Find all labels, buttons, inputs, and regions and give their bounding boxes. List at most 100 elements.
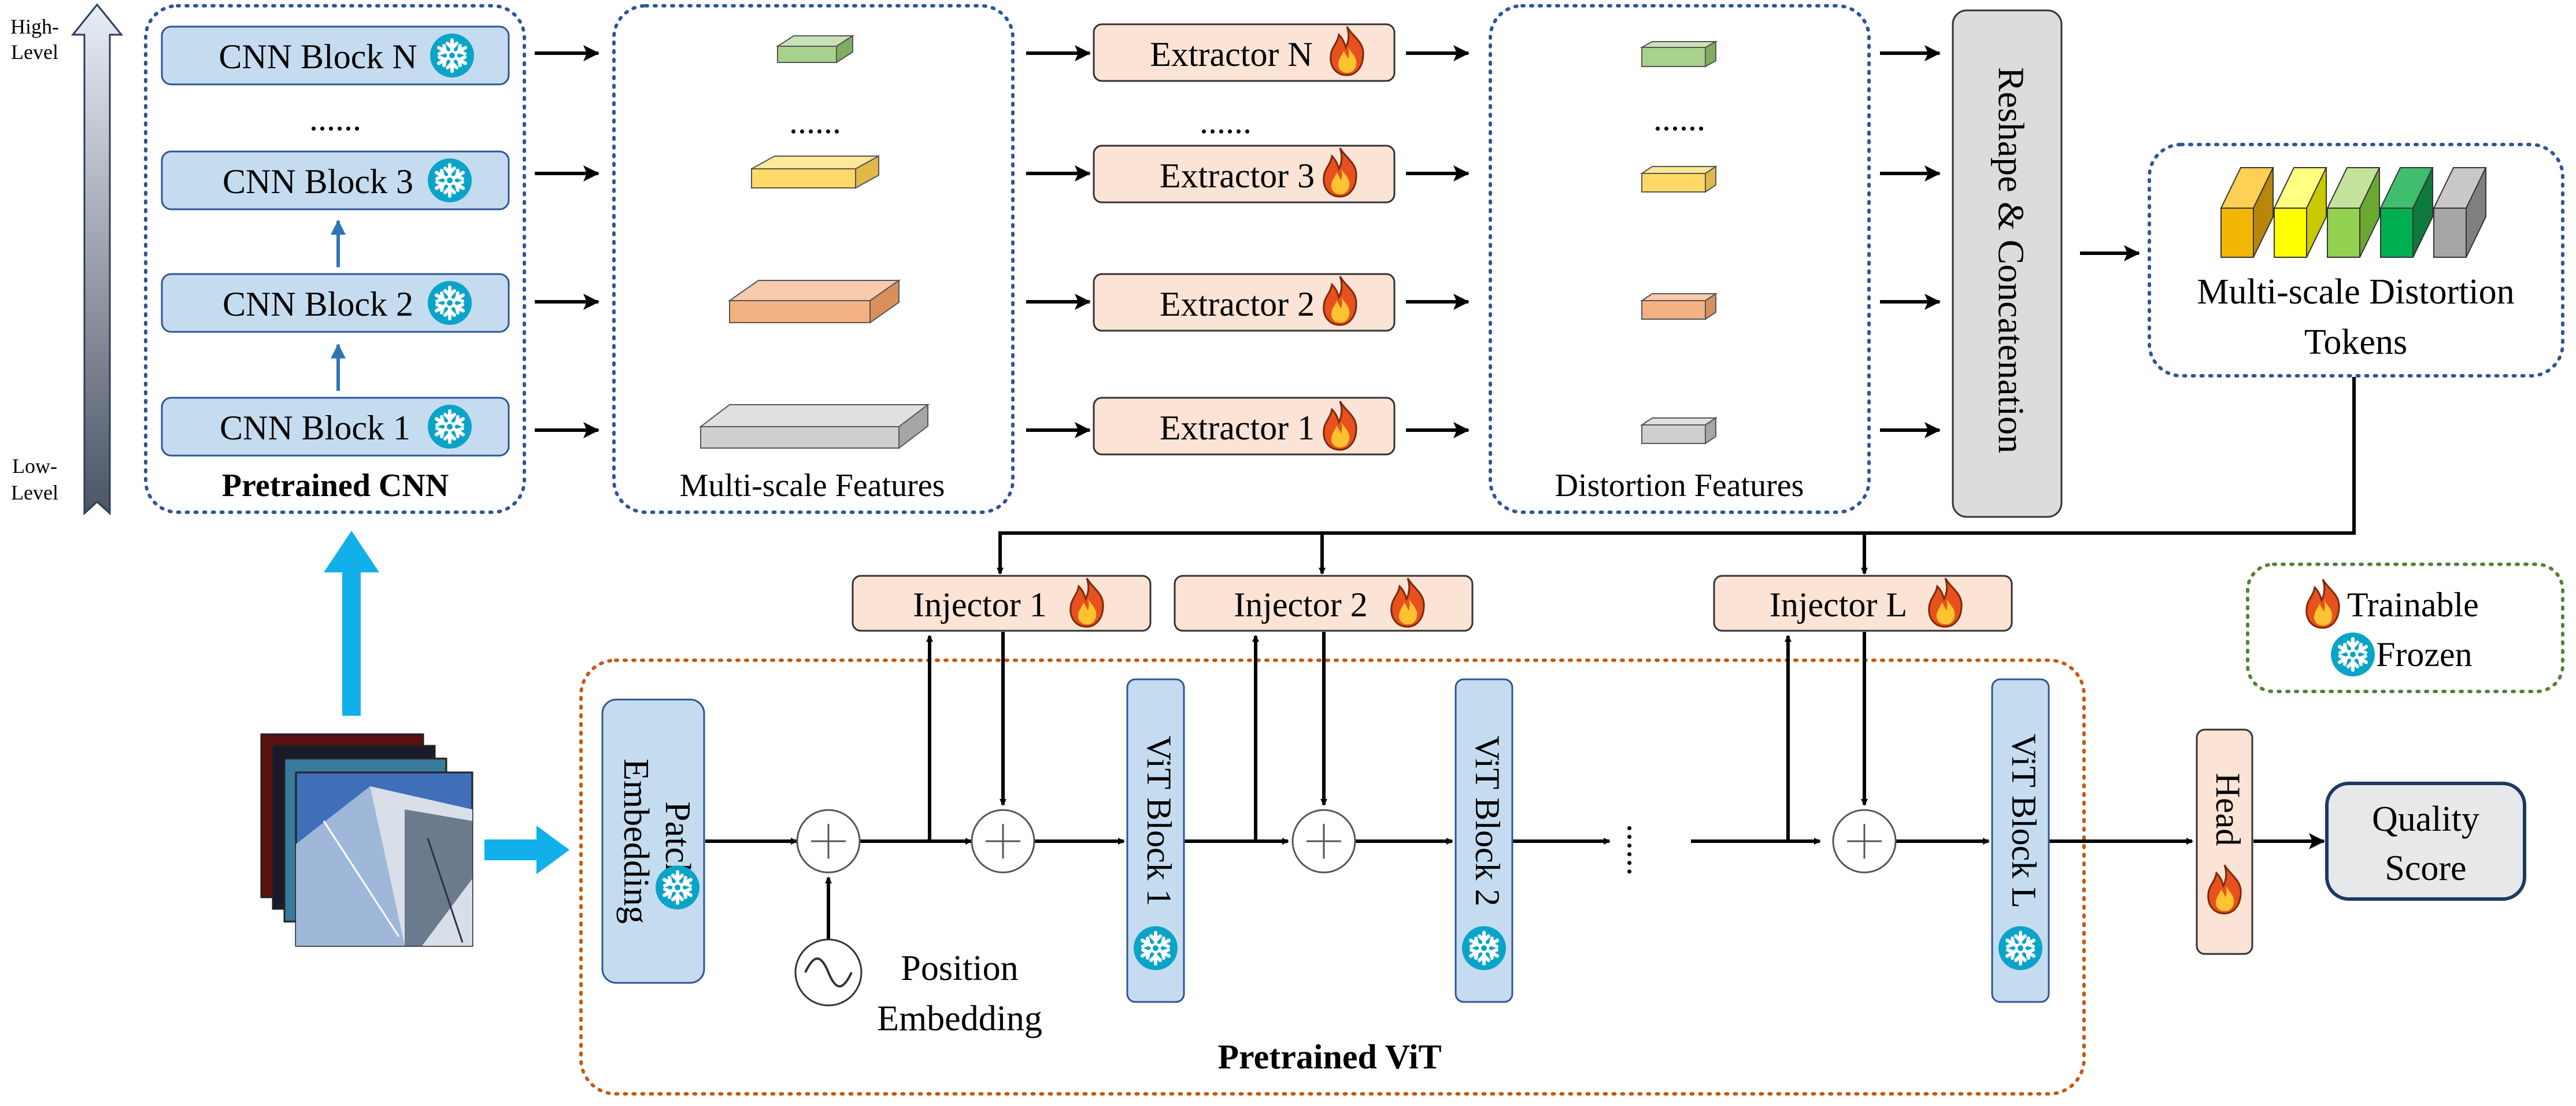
cnn-block-n: CNN Block N [161,25,510,86]
features-container [612,4,1015,514]
snowflake-icon [2331,632,2375,676]
high-level-label-2: Level [11,40,58,64]
pretrained-cnn-group: Pretrained CNN ...... CNN Block N CNN Bl… [144,4,526,514]
legend-frozen: Frozen [2376,635,2473,674]
snowflake-icon [430,34,474,77]
sum-nodes [796,809,1897,874]
cnn-block-1-label: CNN Block 1 [220,409,410,447]
snowflake-icon [428,281,472,325]
tokens-container [2148,143,2564,378]
position-embedding: Position Embedding [794,938,1042,1038]
input-image-stack [260,733,473,947]
head-label: Head [2209,773,2247,846]
fire-icon [2305,578,2340,629]
quality-score-label-1: Quality [2372,800,2479,839]
cnn-container [144,4,526,514]
distortion-features-group: Distortion Features ...... [1489,4,1871,514]
sum-node-1 [971,809,1035,874]
legend-trainable: Trainable [2347,586,2479,624]
quality-score-block: Quality Score [2325,782,2526,901]
cnn-to-features-arrows [535,45,599,438]
extractors-to-distortion-arrows [1406,45,1470,438]
input-to-vit-arrow [484,826,569,874]
features-to-extractors-arrows [1026,45,1091,438]
vit-block-1: ViT Block 1 [1126,678,1185,1003]
sum-node-pos [796,809,861,874]
cnn-block-2: CNN Block 2 [161,273,510,333]
feature-slab-3 [751,155,879,189]
tokens-label-line2: Tokens [2304,323,2407,362]
position-embedding-label-2: Embedding [877,999,1042,1038]
vit-block-l-label: ViT Block L [2005,734,2043,908]
vit-block-1-label: ViT Block 1 [1140,735,1178,906]
injector-l: Injector L [1713,575,2013,632]
low-level-label-2: Level [11,481,58,504]
reshape-concat-block: Reshape & Concatenation [1952,9,2063,518]
input-to-cnn-arrow [324,531,379,716]
level-axis: High- Level Low- Level [10,3,124,516]
distortion-container [1489,4,1871,514]
cnn-block-3-label: CNN Block 3 [223,162,413,201]
vit-flow-lines [705,632,2193,939]
snowflake-icon [428,158,472,202]
high-level-label-1: High- [10,15,59,38]
vit-container [579,659,2086,1096]
extractor-1: Extractor 1 [1093,397,1396,456]
multi-scale-features-group: Multi-scale Features ...... [612,4,1015,514]
vit-title: Pretrained ViT [1217,1038,1441,1076]
position-embedding-label-1: Position [901,949,1018,988]
feature-slab-2 [727,279,901,324]
snowflake-icon [1998,926,2042,970]
cnn-block-1: CNN Block 1 [161,397,510,457]
distortion-dots: ...... [1653,99,1705,138]
extractor-1-label: Extractor 1 [1160,409,1315,447]
token-cubes [2220,167,2487,258]
cnn-block-3: CNN Block 3 [161,150,510,210]
input-arrows [324,531,569,874]
extractor-3: Extractor 3 [1093,145,1396,204]
vit-block-2-label: ViT Block 2 [1468,735,1507,906]
patch-embedding-block: Patch Embedding [601,698,705,984]
distortion-cube-n [1639,40,1718,68]
injector-1-label: Injector 1 [913,586,1047,624]
input-image-front [295,771,473,947]
vit-dots: ...... [1620,824,1659,876]
distortion-cube-1 [1639,417,1718,445]
injector-2-label: Injector 2 [1234,586,1368,624]
extractor-3-label: Extractor 3 [1160,157,1315,195]
snowflake-icon [656,865,699,909]
tokens-label-line1: Multi-scale Distortion [2197,272,2514,312]
injectors-group: Injector 1 Injector 2 Injector L [852,575,2013,632]
features-dots: ...... [789,102,841,140]
extractor-2-label: Extractor 2 [1160,285,1315,323]
cnn-title: Pretrained CNN [222,468,449,504]
low-level-label-1: Low- [12,454,57,478]
snowflake-icon [1462,926,1506,970]
vit-block-2: ViT Block 2 [1454,678,1513,1003]
head-block: Head [2196,728,2253,955]
tokens-group: Multi-scale Distortion Tokens [2148,143,2564,378]
sum-node-l [1832,809,1897,874]
legend: Trainable Frozen [2246,563,2564,693]
extractor-n-label: Extractor N [1150,35,1313,73]
features-title: Multi-scale Features [680,468,945,504]
distortion-cube-2 [1639,293,1718,320]
vit-block-l: ViT Block L [1991,678,2050,1003]
pretrained-vit-group: Pretrained ViT Patch Embedding [579,632,2193,1096]
cnn-block-2-label: CNN Block 2 [223,285,413,323]
extractor-2: Extractor 2 [1093,273,1396,332]
distortion-to-reshape-arrows [1880,45,1941,438]
distortion-cube-3 [1639,165,1718,193]
snowflake-icon [1134,926,1178,970]
injector-l-label: Injector L [1770,586,1907,624]
token-distribution-lines [997,377,2356,575]
snowflake-icon [428,405,472,449]
quality-score-label-2: Score [2385,849,2466,888]
injector-1: Injector 1 [852,575,1152,632]
level-arrow [71,3,124,516]
reshape-label: Reshape & Concatenation [1990,67,2031,453]
injector-2: Injector 2 [1174,575,1474,632]
distortion-title: Distortion Features [1555,468,1804,504]
cnn-block-n-label: CNN Block N [219,38,417,76]
